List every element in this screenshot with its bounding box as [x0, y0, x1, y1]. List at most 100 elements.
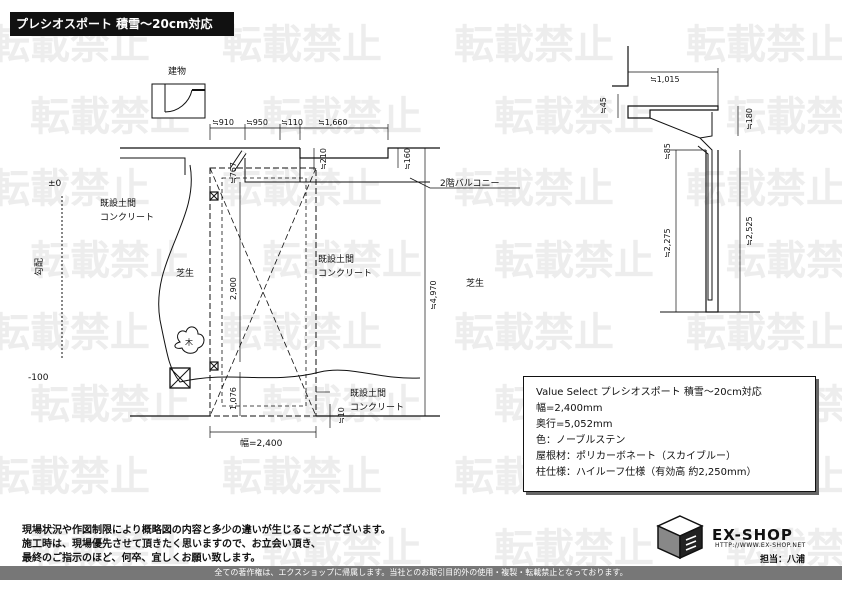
watermark-text: 転載禁止 [262, 94, 422, 140]
note-line-2: 施工時は、現場優先させて頂きたく思いますので、お立会い頂き、 [22, 539, 321, 550]
ex-shop-logo-icon [656, 515, 704, 560]
dim-width-line [209, 426, 317, 438]
spec-roof: 屋根材：ポリカーボネート（スカイブルー） [536, 451, 736, 462]
dim-1660: ≒1,660 [318, 118, 348, 127]
balcony-leader [409, 177, 520, 189]
watermark-text: 転載禁止 [494, 526, 654, 572]
site-notes: 現場状況や作図制限により概略図の内容と多少の違いが生じることがございます。 施工… [22, 524, 391, 566]
dim-1076: 1,076 [229, 387, 238, 410]
lawn-boundary [158, 164, 421, 383]
meter-box [169, 367, 191, 389]
post-bottom-mark [209, 361, 219, 371]
left-concrete-label-1: 既設土間 [100, 197, 136, 209]
watermark-text: 転載禁止 [222, 310, 382, 356]
dim-160: ≒160 [403, 148, 412, 170]
watermark-text: 転載禁止 [222, 454, 382, 500]
dim-top-lines [209, 124, 389, 140]
left-wall [120, 157, 186, 175]
boundary-line [120, 147, 440, 159]
watermark-text: 転載禁止 [262, 382, 422, 428]
spec-depth: 奥行=5,052mm [536, 419, 613, 430]
section-wall [612, 46, 629, 87]
watermark-text: 転載禁止 [0, 310, 150, 356]
dim-950: ≒950 [246, 118, 268, 127]
section-top-dim [628, 68, 719, 106]
watermark-text: 転載禁止 [262, 526, 422, 572]
section-dim-45: ≒45 [599, 97, 608, 114]
lawn-left-label: 芝生 [176, 267, 194, 279]
section-dims [617, 94, 741, 313]
note-line-1: 現場状況や作図制限により概略図の内容と多少の違いが生じることがございます。 [22, 525, 391, 536]
slope-label: 勾配 [33, 258, 45, 276]
watermark-text: 転載禁止 [726, 94, 842, 140]
watermark-text: 転載禁止 [0, 166, 150, 212]
watermark-text: 転載禁止 [494, 94, 654, 140]
watermark-text: 転載禁止 [494, 238, 654, 284]
note-line-3: 最終のご指示のほど、何卒、宜しくお願い致します。 [22, 553, 261, 564]
spec-product: Value Select プレシオスポート 積雪～20cm対応 [536, 387, 762, 398]
post-top-mark [209, 191, 219, 201]
level-top: ±0 [48, 179, 62, 189]
center-concrete-label-1: 既設土間 [318, 253, 354, 265]
copyright-footer: 全ての著作権は、エクスショップに帰属します。当社とのお取引目的外の使用・複製・転… [0, 566, 842, 580]
dim-210: ≒210 [319, 148, 328, 170]
dim-2900: 2,900 [229, 277, 238, 300]
dim-10: ≒10 [337, 407, 346, 424]
balcony-label: 2階バルコニー [440, 178, 500, 189]
watermark-text: 転載禁止 [454, 310, 614, 356]
balcony-line [244, 158, 430, 183]
center-concrete-label-2: コンクリート [318, 268, 372, 279]
section-roof [627, 105, 719, 119]
dim-right-lines [420, 147, 432, 417]
lawn-right-label: 芝生 [466, 277, 484, 289]
post-bottom [209, 361, 219, 371]
dim-4970: ≒4,970 [429, 280, 438, 310]
tree-symbol [174, 326, 205, 354]
section-dim-2525: ≒2,525 [745, 216, 754, 246]
brand-url: HTTP://WWW.EX-SHOP.NET [715, 542, 806, 549]
section-dim-1015: ≒1,015 [650, 75, 680, 84]
building-door [164, 84, 193, 113]
watermark-text: 転載禁止 [686, 22, 842, 68]
watermark-text: 転載禁止 [30, 526, 190, 572]
staff-label: 担当：八浦 [760, 555, 806, 565]
carport-inner-outline [221, 177, 307, 407]
left-concrete-label-2: コンクリート [100, 212, 154, 223]
page-title: プレシオスポート 積雪～20cm対応 [10, 12, 234, 36]
watermark-text: 転載禁止 [30, 238, 190, 284]
watermark-text: 転載禁止 [726, 526, 842, 572]
bottom-concrete-label-2: コンクリート [350, 402, 404, 413]
watermark-text: 転載禁止 [454, 22, 614, 68]
carport-roof-outline [209, 167, 317, 417]
section-dim-180: ≒180 [745, 108, 754, 130]
watermark-text: 転載禁止 [686, 310, 842, 356]
dim-910: ≒910 [212, 118, 234, 127]
watermark-text: 転載禁止 [0, 454, 150, 500]
watermark-text: 転載禁止 [262, 238, 422, 284]
brand-name: EX-SHOP [712, 526, 793, 544]
watermark-text: 転載禁止 [222, 166, 382, 212]
post-top [209, 191, 219, 201]
tree-label: 木 [185, 337, 193, 347]
spec-color: 色：ノーブルステン [536, 435, 626, 446]
spec-post: 柱仕様：ハイルーフ仕様（有効高 約2,250mm） [536, 467, 757, 478]
watermark-text: 転載禁止 [30, 382, 190, 428]
section-dim-85: ≒85 [663, 143, 672, 160]
spec-box: Value Select プレシオスポート 積雪～20cm対応 幅=2,400m… [523, 376, 816, 492]
section-beam [649, 112, 713, 139]
watermark-text: 転載禁止 [726, 238, 842, 284]
building-label: 建物 [168, 65, 186, 77]
dim-767: ≒767 [229, 162, 238, 184]
watermark-text: 転載禁止 [454, 166, 614, 212]
dim-110: ≒110 [281, 118, 303, 127]
section-dim-2275: ≒2,275 [663, 228, 672, 258]
watermark-text: 転載禁止 [222, 22, 382, 68]
bottom-concrete-label-1: 既設土間 [350, 387, 386, 399]
dim-width: 幅=2,400 [240, 437, 283, 449]
level-bottom: -100 [28, 373, 49, 383]
spec-width: 幅=2,400mm [536, 403, 603, 414]
